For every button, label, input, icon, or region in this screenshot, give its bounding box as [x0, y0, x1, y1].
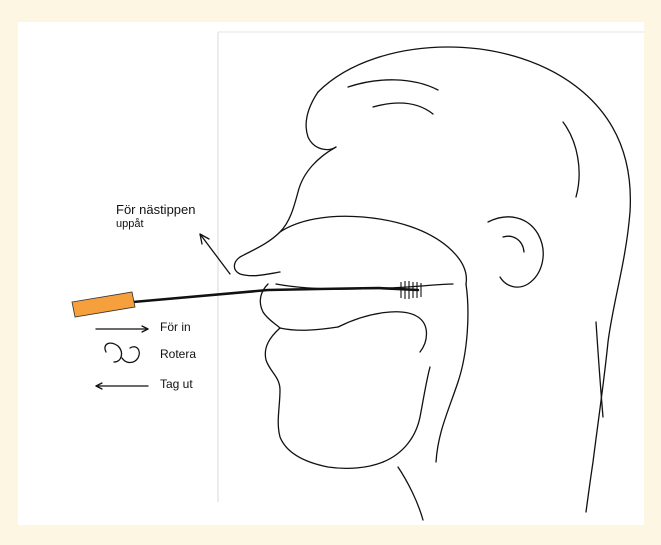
- lower-lip-chin: [265, 328, 383, 468]
- face-profile: [234, 147, 336, 276]
- neck-front: [383, 367, 430, 462]
- rotate-label: Rotera: [160, 347, 196, 361]
- swab-handle: [72, 292, 135, 317]
- nose-tip-arrow: [200, 234, 230, 274]
- ear-inner: [503, 236, 524, 252]
- ear-top-line: [563, 122, 579, 197]
- neck-line: [398, 467, 423, 520]
- tongue: [338, 312, 427, 352]
- diagram-frame: För nästippen uppåt För in Rotera Tag ut: [18, 22, 644, 525]
- nose-tip-label-sub: uppåt: [116, 217, 196, 232]
- back-neck: [596, 322, 603, 417]
- head-outline: [318, 47, 630, 512]
- pharynx: [436, 284, 468, 462]
- forehead-curve: [306, 92, 336, 150]
- hair-line-2: [373, 103, 433, 114]
- hair-line: [348, 80, 438, 90]
- insert-label: För in: [160, 320, 191, 334]
- nose-tip-label-main: För nästippen: [116, 202, 196, 217]
- ear: [488, 217, 543, 287]
- nasal-cavity-upper: [280, 216, 466, 284]
- rotate-icon: [105, 343, 139, 362]
- mouth-line: [280, 327, 338, 330]
- nose-tip-label: För nästippen uppåt: [116, 202, 196, 232]
- nasopharyngeal-swab-diagram: [18, 22, 644, 525]
- swab-stick: [133, 288, 418, 302]
- remove-label: Tag ut: [160, 377, 193, 391]
